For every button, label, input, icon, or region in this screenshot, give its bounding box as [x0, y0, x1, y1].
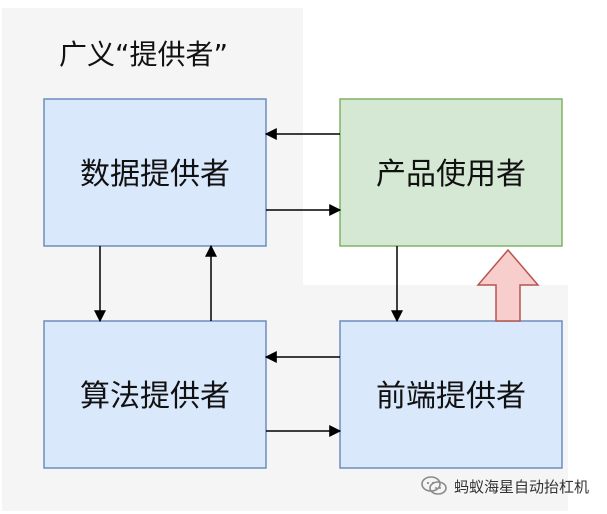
group-title: 广义“提供者” [59, 38, 228, 71]
product-user-box[interactable] [339, 98, 563, 247]
product-user-label: 产品使用者 [376, 157, 526, 192]
wechat-like-logo-icon [421, 476, 447, 495]
algorithm-provider-box[interactable] [43, 320, 267, 469]
data-provider-label: 数据提供者 [80, 157, 230, 192]
algorithm-provider-label: 算法提供者 [80, 379, 230, 414]
upward-flow-arrow [476, 248, 540, 322]
frontend-provider-label: 前端提供者 [376, 379, 526, 414]
watermark: 蚂蚁海星自动抬杠机 [420, 474, 600, 498]
data-provider-box[interactable] [43, 98, 267, 247]
frontend-provider-box[interactable] [339, 320, 563, 469]
watermark-text: 蚂蚁海星自动抬杠机 [454, 477, 590, 496]
